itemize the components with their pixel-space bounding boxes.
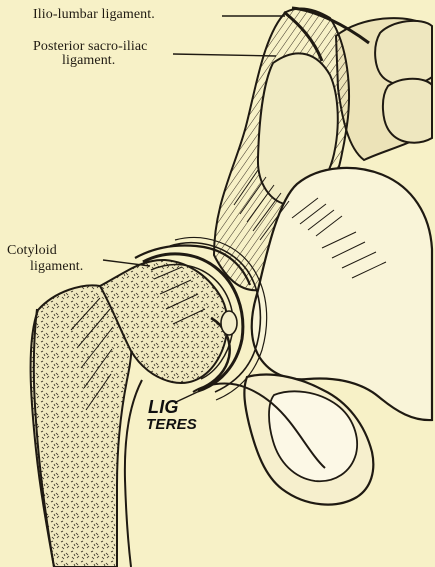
posterior-sacro-iliac-label-line2: ligament. [62, 54, 115, 68]
lig-label: LIG [148, 398, 179, 416]
round-ligament-pit [221, 311, 237, 335]
posterior-sacro-iliac-label-line1: Posterior sacro-iliac [33, 40, 147, 54]
vertebra-top [375, 21, 432, 85]
cotyloid-label-line1: Cotyloid [7, 244, 57, 258]
teres-label: TERES [146, 417, 197, 432]
cotyloid-label-line2: ligament. [30, 260, 83, 274]
femur-shaft [31, 285, 132, 567]
ilio-lumbar-label: Ilio-lumbar ligament. [33, 8, 155, 22]
vertebra-mid [383, 79, 432, 143]
